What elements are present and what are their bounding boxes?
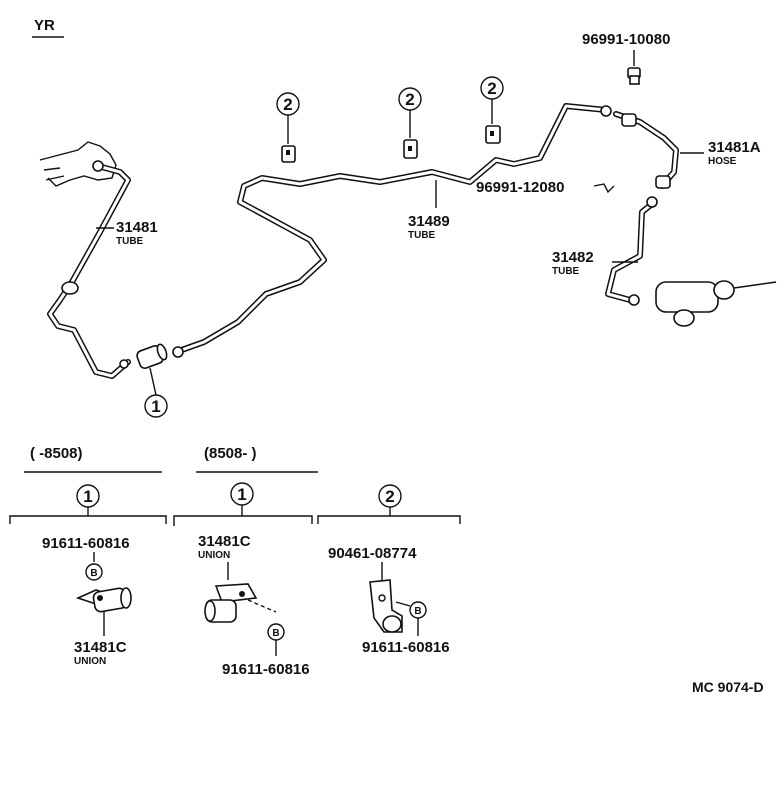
part-31489-name: TUBE bbox=[408, 230, 436, 241]
svg-text:2: 2 bbox=[385, 487, 394, 506]
svg-text:1: 1 bbox=[151, 397, 160, 416]
early-union-number: 31481C bbox=[74, 639, 127, 656]
tube-31489-flare-nut-left bbox=[172, 346, 184, 358]
tube-31481-end-nut bbox=[119, 359, 129, 369]
late-range: (8508- ) bbox=[204, 445, 257, 462]
clamp-ref-2-a bbox=[281, 145, 296, 163]
clutch-release-cylinder bbox=[655, 280, 777, 327]
svg-text:B: B bbox=[90, 568, 97, 579]
ref-circle-2-a: 2 bbox=[276, 92, 300, 144]
clamp-clip-drawing bbox=[369, 579, 403, 633]
part-96991-12080: 96991-12080 bbox=[476, 179, 564, 196]
svg-text:2: 2 bbox=[405, 90, 414, 109]
ref-circle-2-c: 2 bbox=[480, 76, 504, 124]
part-31481-name: TUBE bbox=[116, 236, 144, 247]
tube-31489 bbox=[173, 103, 609, 355]
early-union-name: UNION bbox=[74, 656, 106, 667]
ref-circle-2-b: 2 bbox=[398, 87, 422, 138]
clamp-bolt-number: 91611-60816 bbox=[362, 639, 450, 656]
late-union-name: UNION bbox=[198, 550, 230, 561]
tube-31481 bbox=[47, 163, 131, 379]
svg-text:1: 1 bbox=[83, 487, 92, 506]
clamp-ref-2-b bbox=[403, 139, 418, 159]
early-range: ( -8508) bbox=[30, 445, 83, 462]
svg-text:B: B bbox=[272, 628, 279, 639]
tube-31482-end-nut bbox=[628, 294, 640, 306]
clamp-ref-2-c bbox=[485, 125, 501, 144]
part-96991-10080: 96991-10080 bbox=[582, 31, 670, 48]
svg-text:2: 2 bbox=[283, 95, 292, 114]
part-31482-name: TUBE bbox=[552, 266, 580, 277]
svg-text:B: B bbox=[414, 606, 421, 617]
model-code: YR bbox=[34, 17, 55, 34]
hose-31481a-fitting-bottom bbox=[655, 175, 671, 189]
early-bolt-callout bbox=[85, 563, 103, 581]
figure-code: MC 9074-D bbox=[692, 679, 764, 695]
detail-early: ( -8508) 1 91611-60816 B 31481C UNION bbox=[9, 445, 167, 667]
early-bolt-number: 91611-60816 bbox=[42, 535, 130, 552]
ref-circle-1-main: 1 bbox=[144, 367, 168, 418]
tube-31482 bbox=[605, 201, 655, 303]
clip-96991-10080 bbox=[627, 67, 641, 85]
part-31482-number: 31482 bbox=[552, 249, 594, 266]
brake-line-assembly bbox=[39, 67, 777, 379]
tube-31481-flare-nut bbox=[92, 160, 104, 172]
detail-late: (8508- ) 1 31481C UNION B 91611-60816 bbox=[173, 445, 318, 678]
union-31481c-main bbox=[136, 343, 168, 369]
late-bolt-number: 91611-60816 bbox=[222, 661, 310, 678]
late-union-number: 31481C bbox=[198, 533, 251, 550]
tube-31481-fitting bbox=[61, 281, 79, 295]
part-31489-number: 31489 bbox=[408, 213, 450, 230]
part-31481a-name: HOSE bbox=[708, 156, 737, 167]
part-31481-number: 31481 bbox=[116, 219, 158, 236]
tube-31482-flare-nut bbox=[646, 196, 658, 208]
tube-31489-flare-nut-right bbox=[600, 105, 612, 117]
master-cylinder-detail bbox=[43, 167, 65, 181]
hose-31481a-fitting-top bbox=[621, 113, 637, 127]
part-31481a-number: 31481A bbox=[708, 139, 761, 156]
late-union-drawing bbox=[204, 583, 258, 623]
clip-96991-12080 bbox=[593, 183, 615, 194]
clamp-clip-number: 90461-08774 bbox=[328, 545, 417, 562]
svg-text:1: 1 bbox=[237, 485, 246, 504]
detail-clamp: 2 90461-08774 B 91611-60816 bbox=[317, 484, 461, 656]
svg-text:2: 2 bbox=[487, 79, 496, 98]
early-union-drawing bbox=[75, 587, 132, 613]
